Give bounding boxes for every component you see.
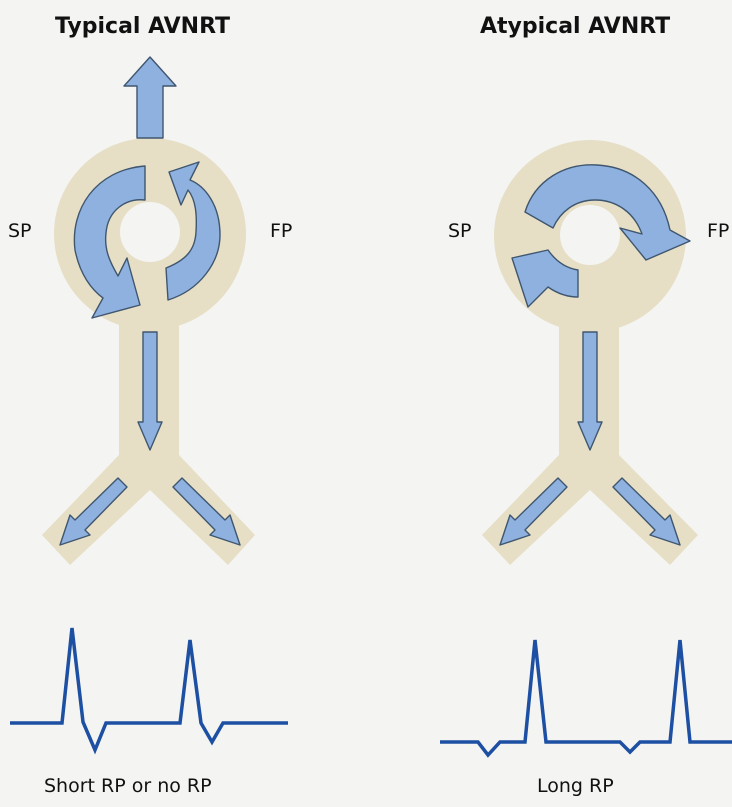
typical-ecg-trace (10, 628, 288, 750)
typical-avnrt-diagram (10, 57, 288, 750)
atypical-ecg-trace (440, 640, 732, 755)
typical-retrograde-arrow (124, 57, 176, 138)
atypical-central-hole (560, 205, 620, 265)
atypical-avnrt-diagram (440, 140, 732, 755)
typical-central-hole (120, 202, 180, 262)
